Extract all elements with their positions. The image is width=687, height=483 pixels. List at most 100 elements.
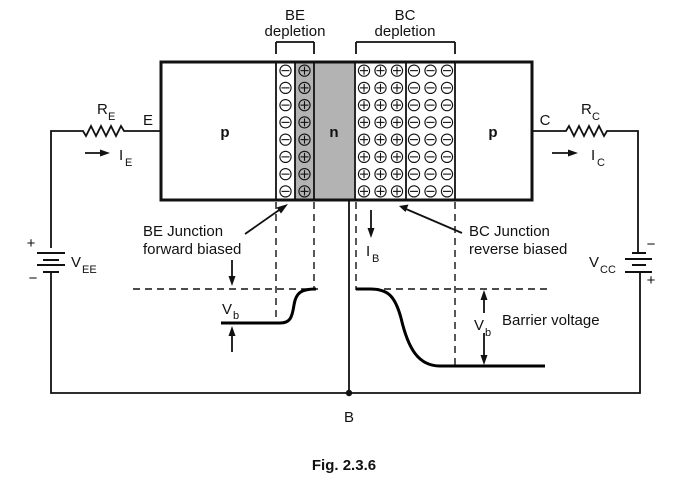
plus-charge-icon bbox=[374, 167, 387, 181]
plus-charge-icon bbox=[390, 185, 404, 198]
minus-charge-icon bbox=[440, 150, 454, 164]
plus-charge-icon bbox=[298, 133, 311, 146]
base-terminal-label: B bbox=[344, 409, 354, 426]
plus-charge-icon bbox=[390, 167, 404, 181]
minus-charge-icon bbox=[279, 98, 292, 112]
minus-charge-icon bbox=[424, 185, 437, 198]
rc-label-sub: C bbox=[592, 111, 600, 123]
vee-battery: + − V EE bbox=[27, 235, 97, 287]
be-junction-pointer bbox=[244, 204, 288, 235]
ib-current-arrow: I B bbox=[366, 210, 379, 265]
plus-charge-icon bbox=[357, 98, 371, 112]
plus-charge-icon bbox=[357, 116, 371, 129]
barrier-voltage-label: Barrier voltage bbox=[502, 312, 600, 329]
be-junction-label-2: forward biased bbox=[143, 241, 241, 258]
collector-terminal-label: C bbox=[540, 112, 551, 129]
minus-charge-icon bbox=[407, 98, 421, 112]
vb-up-arrow-icon bbox=[480, 290, 488, 300]
ic-label-sub: C bbox=[597, 157, 605, 169]
emitter-wire bbox=[50, 123, 161, 248]
plus-charge-icon bbox=[298, 64, 311, 77]
vcc-plus-label: + bbox=[647, 272, 656, 289]
re-resistor-label: R E bbox=[97, 101, 115, 123]
vb-up-arrow-icon bbox=[228, 326, 236, 336]
plus-charge-icon bbox=[298, 98, 311, 112]
emitter-region-label: p bbox=[220, 124, 229, 141]
plus-charge-icon bbox=[357, 150, 371, 164]
bc-junction-label-2: reverse biased bbox=[469, 241, 567, 258]
vb-right-main: V bbox=[474, 317, 484, 334]
bc-depletion-label-1: BC bbox=[395, 7, 416, 24]
minus-charge-icon bbox=[407, 167, 421, 181]
plus-charge-icon bbox=[298, 185, 311, 198]
bc-vb-arrow: V b bbox=[472, 290, 496, 365]
depletion-charges bbox=[279, 64, 454, 198]
minus-charge-icon bbox=[440, 81, 454, 95]
minus-charge-icon bbox=[440, 185, 454, 198]
bc-depletion-label-2: depletion bbox=[375, 23, 436, 40]
plus-charge-icon bbox=[357, 185, 371, 198]
bc-pointer-arrow-icon bbox=[399, 204, 409, 212]
minus-charge-icon bbox=[279, 81, 292, 95]
ic-arrow-icon bbox=[568, 149, 578, 157]
emitter-terminal-label: E bbox=[143, 112, 153, 129]
vb-left-main: V bbox=[222, 301, 232, 318]
minus-charge-icon bbox=[424, 116, 437, 129]
ic-label-main: I bbox=[591, 147, 595, 164]
ib-label-sub: B bbox=[372, 253, 379, 265]
base-region-label: n bbox=[329, 124, 338, 141]
ie-label-main: I bbox=[119, 147, 123, 164]
minus-charge-icon bbox=[440, 64, 454, 77]
rc-resistor-label: R C bbox=[581, 101, 600, 123]
plus-charge-icon bbox=[357, 81, 371, 95]
plus-charge-icon bbox=[390, 150, 404, 164]
minus-charge-icon bbox=[440, 133, 454, 146]
plus-charge-icon bbox=[374, 64, 387, 77]
vee-label-sub: EE bbox=[82, 264, 97, 276]
be-vb-arrows: V b bbox=[222, 260, 239, 352]
minus-charge-icon bbox=[279, 167, 292, 181]
bc-depletion-bracket bbox=[355, 41, 456, 54]
plus-charge-icon bbox=[298, 116, 311, 129]
bottom-return-wire bbox=[50, 272, 641, 394]
vb-left-sub: b bbox=[233, 310, 239, 322]
minus-charge-icon bbox=[424, 167, 437, 181]
bc-junction-label-1: BC Junction bbox=[469, 223, 550, 240]
vee-label-main: V bbox=[71, 254, 81, 271]
plus-charge-icon bbox=[390, 116, 404, 129]
collector-region-label: p bbox=[488, 124, 497, 141]
be-depletion-bracket bbox=[275, 41, 315, 54]
collector-wire bbox=[532, 123, 639, 253]
plus-charge-icon bbox=[374, 150, 387, 164]
vb-down-arrow-icon bbox=[228, 276, 236, 286]
ie-arrow-icon bbox=[100, 149, 110, 157]
minus-charge-icon bbox=[424, 133, 437, 146]
minus-charge-icon bbox=[407, 185, 421, 198]
minus-charge-icon bbox=[440, 167, 454, 181]
be-depletion-label-2: depletion bbox=[265, 23, 326, 40]
minus-charge-icon bbox=[424, 64, 437, 77]
minus-charge-icon bbox=[424, 98, 437, 112]
vcc-minus-label: − bbox=[647, 236, 656, 253]
ic-current-arrow: I C bbox=[552, 147, 605, 169]
be-barrier-curve bbox=[221, 287, 317, 325]
minus-charge-icon bbox=[279, 116, 292, 129]
vee-minus-label: − bbox=[29, 270, 38, 287]
plus-charge-icon bbox=[357, 64, 371, 77]
minus-charge-icon bbox=[279, 185, 292, 198]
minus-charge-icon bbox=[424, 81, 437, 95]
plus-charge-icon bbox=[298, 81, 311, 95]
minus-charge-icon bbox=[407, 116, 421, 129]
rc-label-main: R bbox=[581, 101, 592, 118]
plus-charge-icon bbox=[390, 81, 404, 95]
re-label-main: R bbox=[97, 101, 108, 118]
ie-current-arrow: I E bbox=[85, 147, 132, 169]
vb-right-sub: b bbox=[485, 327, 491, 339]
vcc-label-sub: CC bbox=[600, 264, 616, 276]
plus-charge-icon bbox=[374, 133, 387, 146]
plus-charge-icon bbox=[390, 98, 404, 112]
minus-charge-icon bbox=[279, 133, 292, 146]
ib-arrow-icon bbox=[367, 228, 375, 238]
minus-charge-icon bbox=[407, 150, 421, 164]
